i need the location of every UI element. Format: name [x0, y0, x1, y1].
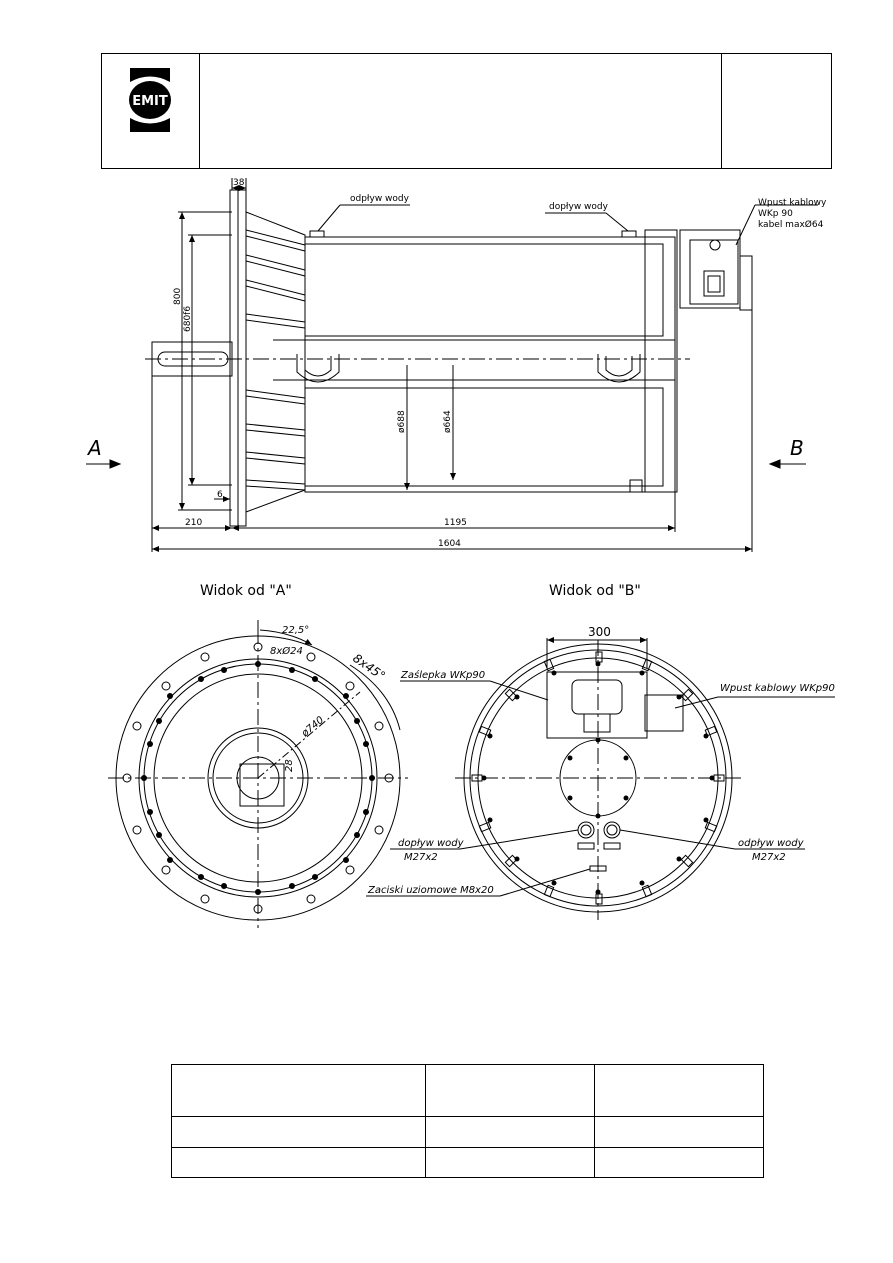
dim-800: 800 — [173, 288, 183, 305]
view-b-vents — [471, 651, 725, 905]
plug-label: Zaślepka WKp90 — [400, 669, 485, 681]
lifting-eye-right — [597, 354, 641, 383]
angle-label: 22,5° — [282, 625, 309, 636]
dim-38: 38 — [233, 178, 245, 188]
cooling-ribs — [245, 229, 306, 491]
view-b-bolts — [481, 661, 715, 895]
table-cell — [171, 1147, 426, 1178]
lifting-eye-left — [296, 354, 340, 383]
dim-664: ø664 — [443, 410, 453, 433]
table-cell — [594, 1064, 764, 1117]
outlet-label: odpływ wody — [350, 194, 410, 204]
emit-logo: EMIT — [129, 68, 171, 132]
holes-label: 8xØ24 — [270, 645, 303, 657]
motor-housing — [304, 236, 676, 493]
gland-title: Wpust kablowy — [758, 198, 827, 208]
dim-688: ø688 — [397, 410, 407, 433]
view-arrows — [86, 459, 806, 469]
width-300-label: 300 — [588, 625, 611, 639]
inlet-b-label: dopływ wody — [398, 838, 465, 849]
key-label: 28 — [284, 759, 295, 772]
table-cell — [594, 1147, 764, 1178]
dim-680: 680f6 — [183, 306, 193, 332]
table-cell — [171, 1064, 426, 1117]
view-b — [366, 637, 835, 920]
outlet-fitting — [309, 230, 325, 238]
gland-b-label: Wpust kablowy WKp90 — [720, 683, 835, 694]
dim-1604: 1604 — [438, 539, 461, 549]
title-block-logo-cell: EMIT — [102, 54, 200, 168]
view-b-title: Widok od "B" — [549, 583, 641, 599]
outlet-thread-label: M27x2 — [752, 852, 786, 863]
view-a-bolts — [141, 661, 375, 895]
dim-6: 6 — [217, 490, 223, 500]
inlet-label: dopływ wody — [549, 202, 609, 212]
dim-210: 210 — [185, 518, 202, 528]
gland-type: WKp 90 — [758, 209, 793, 219]
dim-1195: 1195 — [444, 518, 467, 528]
table-cell — [424, 1147, 596, 1178]
outlet-b-label: odpływ wody — [738, 838, 805, 849]
gland-cable: kabel maxØ64 — [758, 219, 824, 230]
title-block: EMIT — [101, 53, 832, 169]
arrow-a-label: A — [86, 436, 102, 460]
chamfer-label: 8x45° — [350, 651, 388, 683]
arrow-b-label: B — [790, 436, 804, 460]
table-cell — [171, 1116, 426, 1148]
earth-label: Zaciski uziomowe M8x20 — [367, 885, 494, 896]
title-block-title-cell — [200, 54, 722, 168]
pcd-label: ø740 — [299, 715, 326, 740]
side-view — [145, 178, 818, 552]
terminal-box-b — [546, 671, 648, 739]
view-a-title: Widok od "A" — [200, 583, 292, 599]
table-cell — [424, 1064, 596, 1117]
inlet-fitting — [621, 230, 637, 238]
logo-text: EMIT — [132, 94, 168, 109]
table-cell — [424, 1116, 596, 1148]
view-a-flange-holes — [122, 642, 394, 914]
revision-table — [171, 1064, 764, 1178]
inlet-thread-label: M27x2 — [404, 852, 438, 863]
table-cell — [594, 1116, 764, 1148]
